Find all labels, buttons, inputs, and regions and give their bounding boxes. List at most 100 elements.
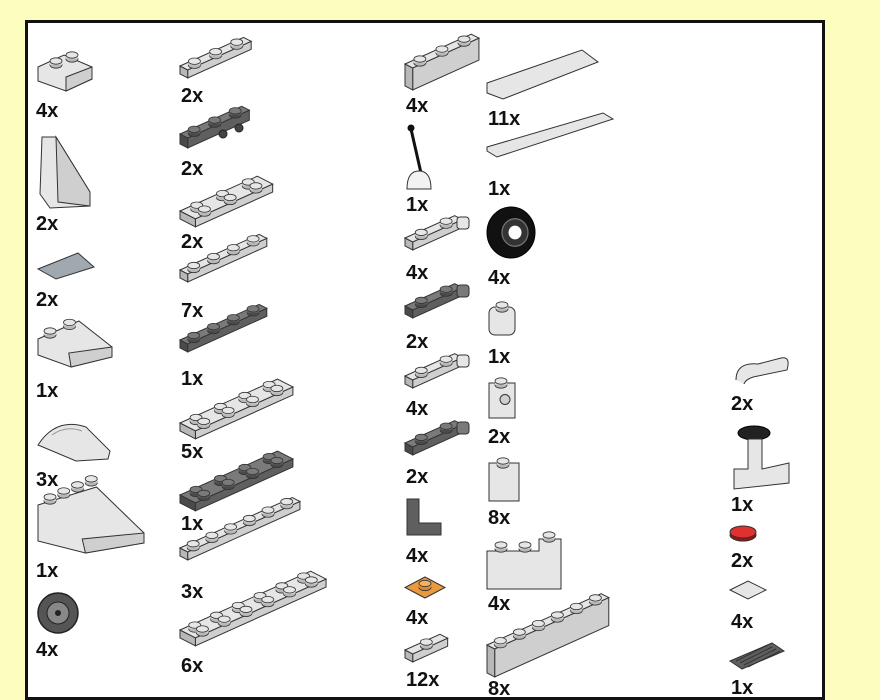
part-quantity: 4x [36, 639, 59, 661]
part-quantity: 4x [406, 262, 429, 284]
plate-1x1-round-icon [403, 576, 447, 599]
slope-curved-2x2-icon [37, 423, 111, 462]
part-quantity: 8x [488, 678, 511, 700]
plate-1x2-clip-icon [403, 215, 470, 251]
part-quantity: 1x [36, 560, 59, 582]
plate-2x4-dark-part [178, 450, 295, 512]
part-quantity: 11x [488, 108, 521, 130]
slope-2x2-icon [37, 318, 113, 368]
plate-2x4-dark-icon [178, 450, 295, 512]
slope-2x4-icon [37, 475, 145, 554]
part-quantity: 4x [731, 611, 754, 633]
part-quantity: 8x [488, 507, 511, 529]
part-quantity: 2x [731, 550, 754, 572]
brick-1x6-icon [485, 593, 610, 678]
brick-1x3-part [403, 33, 481, 91]
bracket-1x1-icon [406, 498, 442, 536]
plate-1x3-part [178, 36, 253, 79]
part-quantity: 1x [488, 346, 511, 368]
tile-1x6-icon [486, 112, 615, 158]
part-quantity: 1x [406, 194, 429, 216]
plate-1x2-clip-part [403, 213, 473, 251]
plate-1x3-icon [178, 36, 253, 79]
wheel-hub-icon [37, 592, 79, 634]
part-quantity: 2x [731, 393, 754, 415]
wheel-hub-part [36, 591, 80, 635]
part-quantity: 4x [488, 267, 511, 289]
brick-round-1x1-icon [488, 301, 516, 336]
plate-1x2-clip-dark-icon [403, 283, 470, 319]
plate-1x1-round-part [403, 575, 447, 600]
plate-1x4-part [178, 233, 270, 283]
grille-tile-1x2-part [728, 641, 786, 671]
plate-1x6-part [178, 496, 306, 561]
tile-2x4-part [485, 48, 600, 103]
plate-2x6-part [178, 570, 328, 647]
lever-control-stick-icon [406, 124, 432, 190]
part-quantity: 2x [36, 289, 59, 311]
brick-1x1-side-stud-icon [488, 377, 516, 419]
parts-list-panel: 4x 2x 2x 1x 3x 1x 4x 2x 2x 2x 7x 1x 5x 1x 3x 6x 4x 1x 4x 2x… [25, 20, 825, 700]
plate-1x2-hinge-dark-part [403, 418, 473, 456]
bar-handle-icon [735, 357, 789, 385]
slope-curved-2x2-part [36, 415, 114, 465]
plate-1x2-clip-dark-part [403, 281, 473, 319]
part-quantity: 1x [488, 178, 511, 200]
slope-inverted-1x2-part [36, 51, 96, 93]
tire-icon [486, 206, 536, 259]
part-quantity: 2x [181, 231, 204, 253]
plate-2x3-part [178, 175, 274, 228]
brick-1x1x2-icon [488, 457, 520, 502]
grille-tile-1x2-icon [728, 642, 786, 670]
tile-1x6-part [485, 111, 615, 161]
slope-tall-1x2x2-icon [39, 135, 91, 209]
plate-1x2-hinge-icon [403, 353, 470, 389]
tile-slope-1x1-part [36, 251, 96, 281]
part-quantity: 2x [488, 426, 511, 448]
plate-2x4-icon [178, 378, 295, 440]
slope-2x4-part [36, 475, 146, 555]
plate-1x1-icon [403, 633, 449, 663]
part-quantity: 3x [36, 469, 59, 491]
brick-2x2-corner-part [485, 531, 563, 593]
plate-1x4-dark-icon [178, 303, 268, 353]
steering-stand-part [728, 421, 793, 493]
lever-control-stick-part [403, 123, 433, 191]
brick-1x1x2-part [485, 455, 525, 503]
plate-2x3-icon [178, 175, 274, 228]
part-quantity: 1x [36, 380, 59, 402]
part-quantity: 4x [406, 545, 429, 567]
part-quantity: 4x [406, 398, 429, 420]
part-quantity: 2x [36, 213, 59, 235]
part-quantity: 4x [406, 607, 429, 629]
part-quantity: 2x [406, 331, 429, 353]
part-quantity: 4x [406, 95, 429, 117]
plate-2x6-icon [178, 570, 328, 647]
bar-handle-part [728, 348, 793, 388]
part-quantity: 12x [406, 669, 440, 691]
part-quantity: 1x [181, 513, 204, 535]
plate-1x3-with-pins-part [178, 105, 253, 149]
tire-part [485, 205, 537, 260]
tile-1x1-part [728, 579, 768, 601]
plate-1x3-with-pins-icon [178, 105, 251, 149]
brick-1x1-side-stud-part [485, 375, 525, 420]
part-quantity: 1x [181, 368, 204, 390]
plate-1x4-icon [178, 233, 268, 283]
part-quantity: 6x [181, 655, 204, 677]
part-quantity: 4x [488, 593, 511, 615]
brick-1x3-icon [403, 33, 481, 91]
brick-round-1x1-part [485, 299, 519, 341]
round-tile-1x1-part [728, 523, 758, 543]
part-quantity: 7x [181, 300, 204, 322]
part-quantity: 3x [181, 581, 204, 603]
slope-tall-1x2x2-part [36, 135, 96, 210]
plate-1x2-hinge-dark-icon [403, 420, 470, 456]
plate-2x4-part [178, 378, 295, 440]
plate-1x2-hinge-part [403, 351, 473, 389]
plate-1x1-part [403, 633, 449, 663]
slope-inverted-1x2-icon [37, 51, 93, 92]
brick-2x2-corner-icon [486, 531, 562, 590]
round-tile-1x1-icon [729, 525, 757, 542]
part-quantity: 5x [181, 441, 204, 463]
